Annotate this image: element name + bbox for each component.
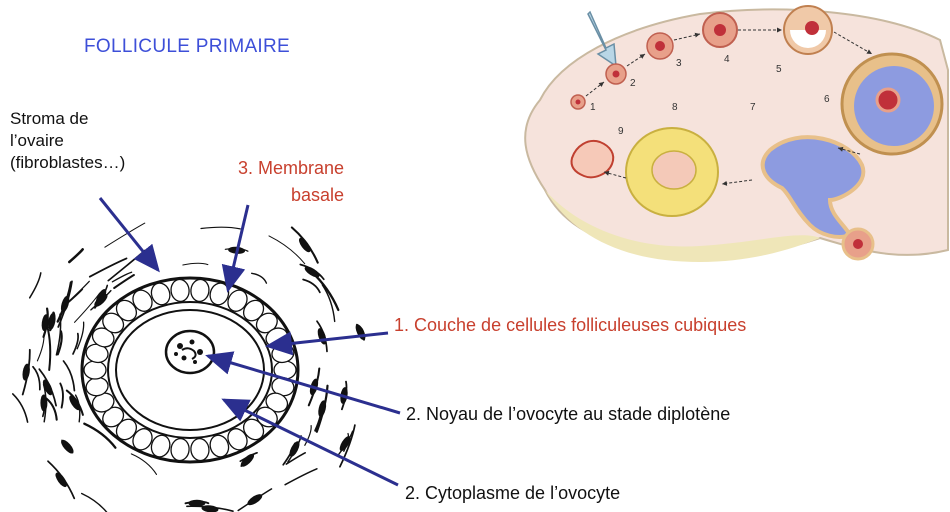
cycle-number-5: 5	[776, 64, 782, 75]
cycle-number-7: 7	[750, 102, 756, 113]
fibroblast-stroke	[82, 494, 110, 512]
fibroblast-stroke	[112, 272, 131, 282]
fibroblast-stroke	[183, 263, 208, 265]
fibroblast-nucleus	[202, 505, 219, 512]
fibroblast-nucleus	[317, 400, 326, 417]
fibroblast-nucleus	[54, 472, 68, 489]
cycle-number-2: 2	[630, 78, 636, 89]
fibroblast-nucleus	[60, 439, 75, 455]
fibroblast-stroke	[285, 469, 317, 485]
cycle-number-3: 3	[676, 58, 682, 69]
fibroblast-nucleus	[42, 379, 54, 396]
arrow-stroma	[100, 198, 158, 270]
fibroblast-nucleus	[317, 328, 328, 345]
fibroblast-stroke	[114, 275, 134, 288]
fibroblast-stroke	[13, 394, 28, 422]
fibroblast-nucleus	[189, 500, 205, 506]
cycle-number-6: 6	[824, 94, 830, 105]
oocyte-nucleus	[166, 331, 214, 373]
fibroblast-stroke	[90, 258, 127, 276]
fibroblast-nucleus	[354, 324, 366, 341]
fibroblast-nucleus	[246, 493, 263, 507]
fibroblast-stroke	[252, 273, 267, 283]
fibroblast-stroke	[47, 325, 50, 370]
follicular-cell	[84, 361, 106, 379]
ovarian-cycle-diagram: 1 2 3 4 5 6 7 8 9	[525, 6, 948, 262]
fibroblast-stroke	[73, 334, 78, 354]
fibroblast-stroke	[201, 227, 240, 229]
fibroblast-nucleus	[304, 265, 321, 279]
fibroblast-stroke	[30, 273, 41, 298]
fibroblast-nucleus	[41, 395, 47, 411]
fibroblast-stroke	[64, 361, 75, 391]
fibroblast-stroke	[60, 384, 63, 408]
fibroblast-stroke	[303, 280, 320, 293]
cycle-number-4: 4	[724, 54, 730, 65]
cycle-number-9: 9	[618, 126, 624, 137]
cycle-number-8: 8	[672, 102, 678, 113]
cycle-number-1: 1	[590, 102, 596, 113]
fibroblast-stroke	[108, 250, 145, 280]
fibroblast-stroke	[33, 367, 40, 390]
primary-follicle-drawing	[13, 223, 367, 512]
fibroblast-nucleus	[22, 364, 30, 381]
fibroblast-nucleus	[288, 441, 301, 458]
fibroblast-stroke	[69, 249, 82, 262]
